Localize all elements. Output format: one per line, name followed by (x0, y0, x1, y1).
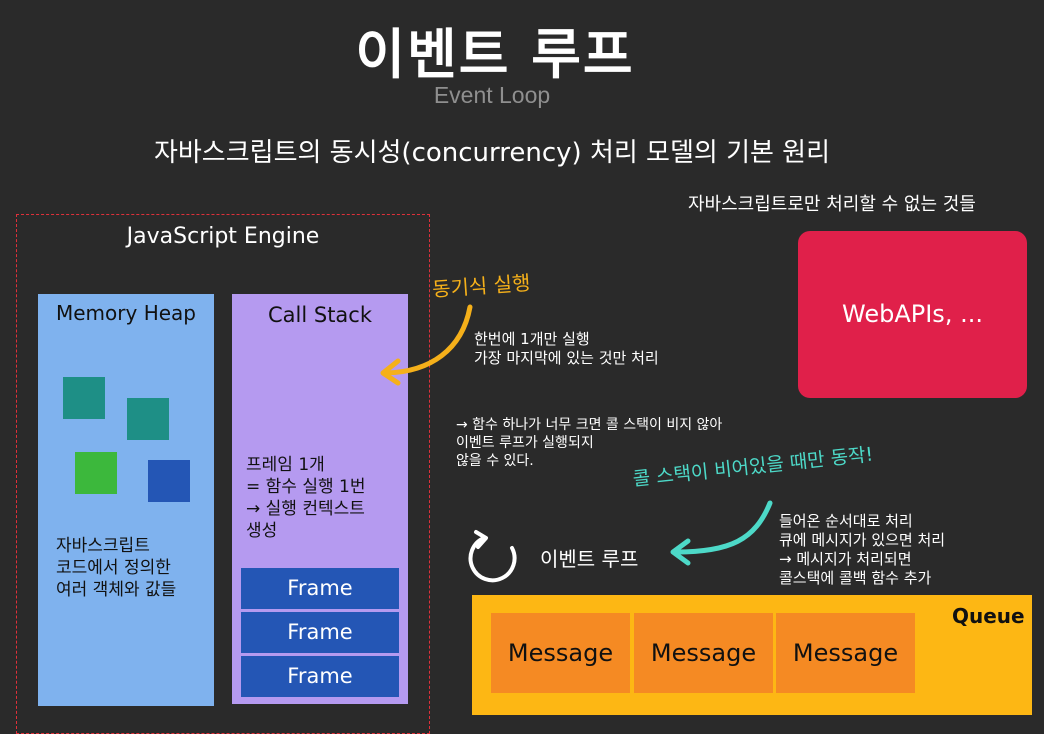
page-title: 이벤트 루프 (355, 23, 635, 86)
stack-frame: Frame (241, 568, 399, 609)
queue-description: 들어온 순서대로 처리 큐에 메시지가 있으면 처리 → 메시지가 처리되면 콜… (779, 512, 945, 588)
call-stack-title: Call Stack (267, 303, 372, 327)
stack-frame: Frame (241, 656, 399, 697)
heap-object (148, 460, 190, 502)
call-stack-desc-line: 프레임 1개 (246, 455, 325, 475)
page-subtitle: Event Loop (433, 82, 551, 108)
memory-heap-box (38, 294, 214, 706)
memory-heap-description: 자바스크립트 코드에서 정의한 여러 객체와 값들 (56, 535, 216, 601)
memory-heap-title: Memory Heap (56, 301, 196, 325)
call-stack-description: 프레임 1개 = 함수 실행 1번 → 실행 컨텍스트 생성 (246, 454, 406, 542)
event-loop-label: 이벤트 루프 (540, 547, 639, 571)
heap-object (63, 377, 105, 419)
queue-message: Message (776, 613, 915, 693)
refresh-loop-icon (468, 530, 517, 583)
memory-heap-desc-line: 여러 객체와 값들 (56, 580, 177, 600)
queue-desc-line: 콜스택에 콜백 함수 추가 (779, 569, 932, 587)
queue-desc-line: 큐에 메시지가 있으면 처리 (779, 531, 946, 549)
queue-message: Message (491, 613, 630, 693)
heap-object (75, 452, 117, 494)
warning-line: 않을 수 있다. (456, 453, 534, 469)
non-js-label: 자바스크립트로만 처리할 수 없는 것들 (688, 194, 976, 215)
javascript-engine-label: JavaScript Engine (126, 224, 320, 249)
call-stack-desc-line: → 실행 컨텍스트 (246, 499, 365, 519)
call-stack-desc-line: 생성 (246, 521, 278, 541)
memory-heap-desc-line: 자바스크립트 (56, 536, 150, 556)
sync-description: 한번에 1개만 실행 가장 마지막에 있는 것만 처리 (474, 330, 659, 368)
webapi-label: WebAPIs, ... (842, 300, 983, 328)
stack-warning: → 함수 하나가 너무 크면 콜 스택이 비지 않아 이벤트 루프가 실행되지 … (456, 416, 722, 470)
page-heading: 자바스크립트의 동시성(concurrency) 처리 모델의 기본 원리 (153, 138, 831, 168)
webapi-box (798, 231, 1027, 398)
queue-message: Message (634, 613, 773, 693)
memory-heap-desc-line: 코드에서 정의한 (56, 558, 171, 578)
call-stack-desc-line: = 함수 실행 1번 (246, 477, 366, 497)
queue-desc-line: → 메시지가 처리되면 (779, 550, 912, 568)
sync-desc-line: 가장 마지막에 있는 것만 처리 (474, 349, 659, 367)
warning-line: 이벤트 루프가 실행되지 (456, 435, 594, 451)
warning-line: → 함수 하나가 너무 크면 콜 스택이 비지 않아 (456, 417, 723, 433)
sync-desc-line: 한번에 1개만 실행 (474, 330, 590, 348)
queue-desc-line: 들어온 순서대로 처리 (779, 512, 913, 530)
queue-title: Queue (952, 604, 1025, 628)
stack-frame: Frame (241, 612, 399, 653)
heap-object (127, 398, 169, 440)
